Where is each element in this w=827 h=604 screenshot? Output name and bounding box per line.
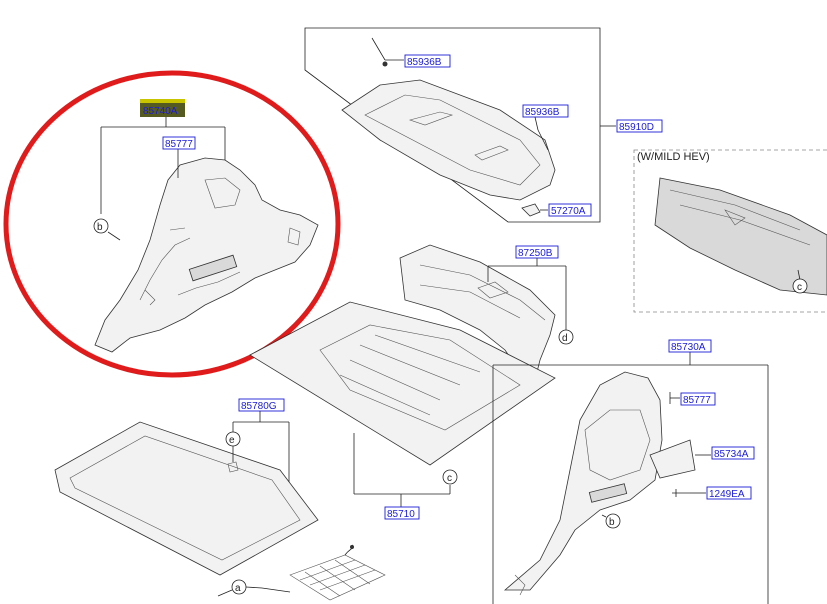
cargo-net <box>261 544 386 601</box>
label-85777-right[interactable]: 85777 <box>683 395 711 406</box>
label-85710[interactable]: 85710 <box>387 509 415 520</box>
callout-d: d <box>562 333 568 344</box>
vent-grille-left <box>188 254 238 282</box>
label-85734A[interactable]: 85734A <box>714 449 749 460</box>
callout-b-left: b <box>97 222 103 233</box>
label-57270A[interactable]: 57270A <box>551 206 586 217</box>
label-1249EA[interactable]: 1249EA <box>709 489 745 500</box>
luggage-floor-mat <box>249 301 556 466</box>
luggage-cover-board <box>54 421 319 576</box>
callout-c-floor: c <box>447 473 452 484</box>
label-87250B[interactable]: 87250B <box>518 248 553 259</box>
highlight-circle <box>3 70 341 378</box>
quarter-trim-panel-right <box>503 371 663 596</box>
callout-c-hev: c <box>797 282 802 293</box>
mild-hev-note: (W/MILD HEV) <box>637 151 710 163</box>
label-85740A-fill <box>140 103 185 117</box>
label-85780G[interactable]: 85780G <box>241 401 277 412</box>
label-85936B-top[interactable]: 85936B <box>407 57 442 68</box>
package-tray <box>304 27 601 223</box>
label-85936B-mid[interactable]: 85936B <box>525 107 560 118</box>
callout-a: a <box>235 583 241 594</box>
callout-b-right: b <box>609 517 615 528</box>
quarter-trim-panel-left <box>94 157 319 353</box>
mild-hev-sill-plate <box>654 177 827 296</box>
label-85910D[interactable]: 85910D <box>619 122 654 133</box>
label-85730A[interactable]: 85730A <box>671 342 706 353</box>
callout-e: e <box>229 435 235 446</box>
label-85777-left[interactable]: 85777 <box>165 139 193 150</box>
label-85740A[interactable]: 85740A <box>143 106 178 117</box>
